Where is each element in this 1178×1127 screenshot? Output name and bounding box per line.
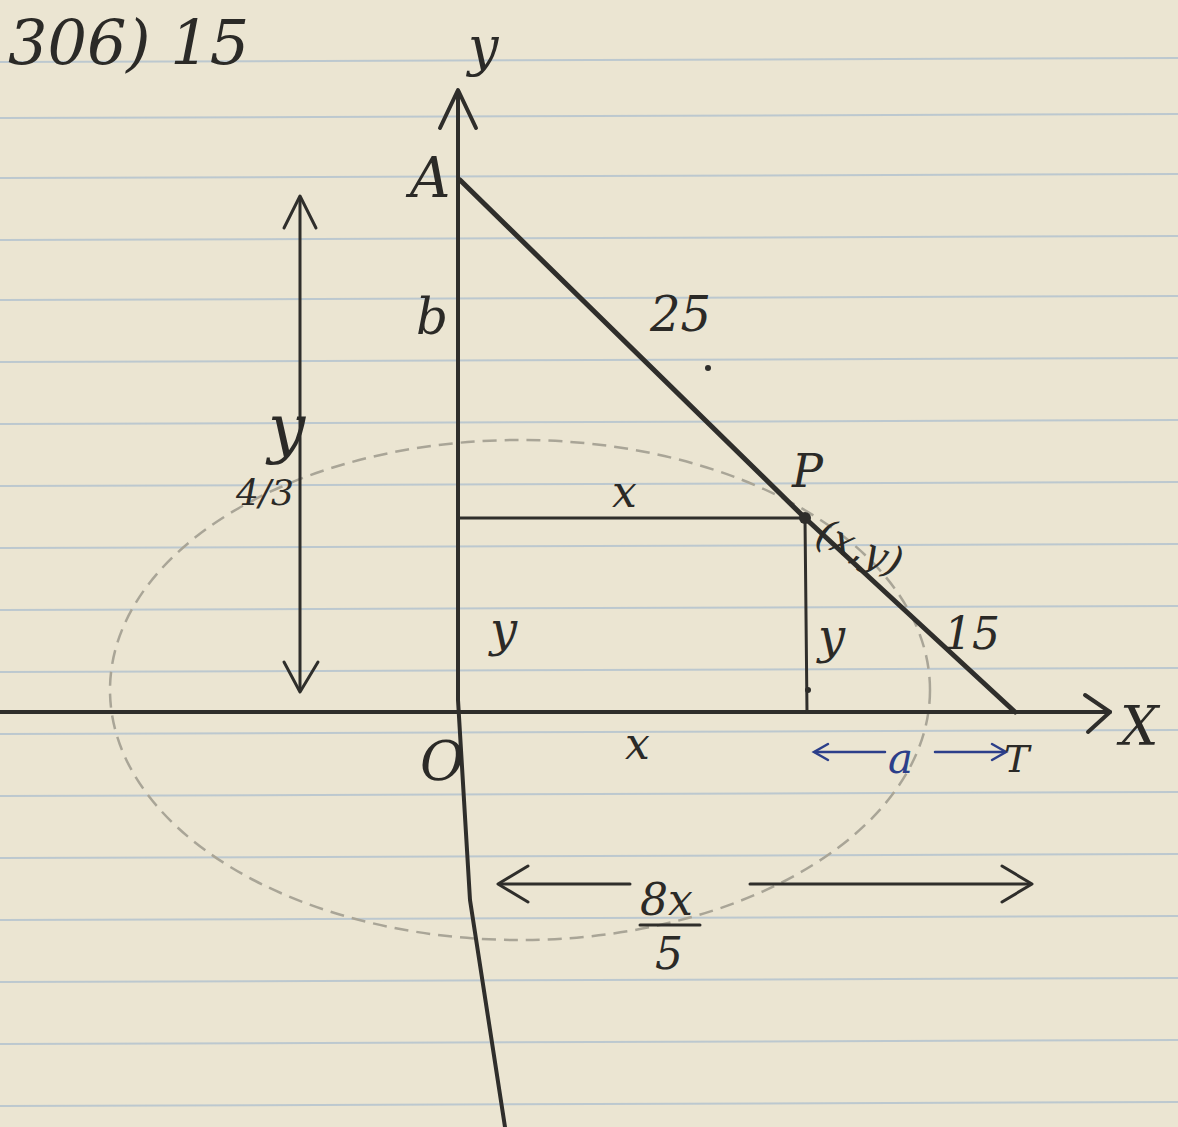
dimension-label: 8x	[640, 878, 693, 922]
length-label: a	[888, 738, 913, 780]
dimension-label: 4/3	[236, 475, 294, 511]
ellipse-sketch	[110, 440, 930, 940]
axis-arrow	[440, 90, 476, 128]
axis-arrow	[1085, 695, 1110, 732]
fraction-bar	[640, 924, 700, 927]
dimension-arrow	[814, 744, 828, 760]
origin-label: O	[420, 735, 464, 789]
dimension-arrow	[284, 662, 318, 692]
pencil-dot	[805, 687, 811, 693]
length-label: 15	[944, 612, 1000, 656]
point-label: P	[792, 448, 823, 494]
dimension-arrow	[498, 866, 528, 902]
axis-label: y	[468, 20, 499, 74]
tangent-line	[460, 180, 1015, 712]
length-label: y	[818, 612, 845, 660]
problem-number: 306) 15	[8, 12, 249, 74]
pencil-dot	[705, 365, 711, 371]
dimension-arrow	[1002, 866, 1032, 902]
dimension-arrow	[284, 196, 316, 228]
point-dot	[799, 512, 811, 524]
axis-label: X	[1120, 700, 1158, 754]
coordinate-lines	[460, 518, 807, 712]
length-label: x	[625, 722, 650, 766]
point-label: T	[1004, 740, 1029, 778]
dimension-line	[500, 883, 1030, 886]
coordinate-label: (x,y)	[811, 512, 909, 582]
length-label: y	[490, 605, 517, 653]
intercept-label: b	[416, 292, 448, 342]
dimension-label: y	[268, 395, 305, 461]
length-label: 25	[650, 290, 711, 338]
point-label: A	[410, 150, 450, 206]
dimension-label: 5	[655, 932, 683, 976]
x-axis	[0, 710, 1110, 714]
length-label: x	[612, 470, 637, 514]
dimension-arrow	[992, 744, 1006, 760]
